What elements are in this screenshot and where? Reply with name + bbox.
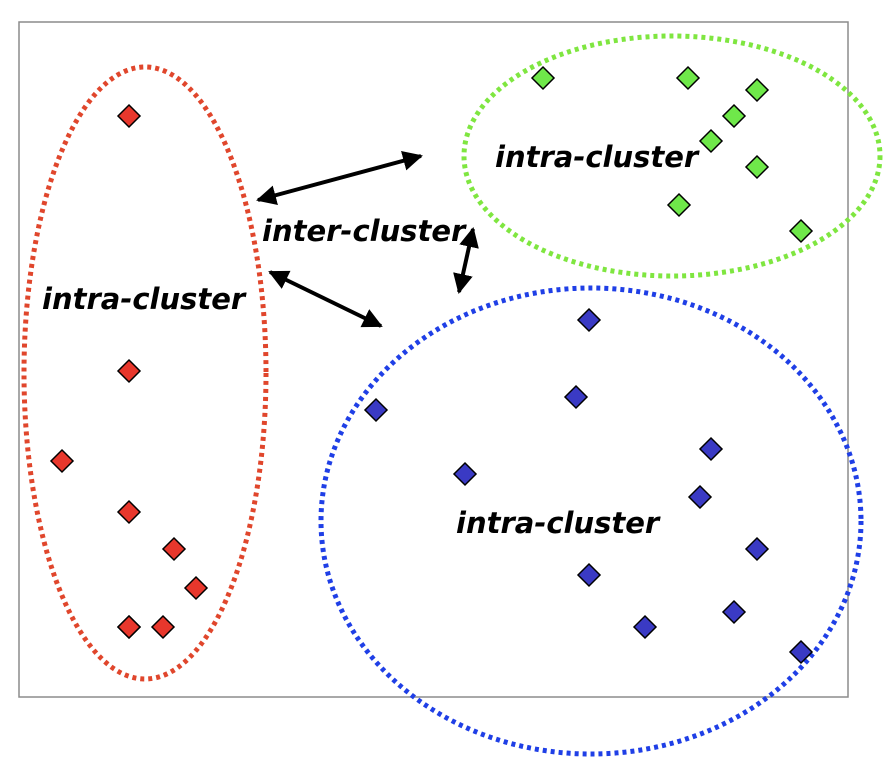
red-point [116,614,142,640]
green-point [744,77,770,103]
red-point [49,448,75,474]
green-point [666,192,692,218]
cluster-points [49,65,814,665]
red-cluster-ring [21,64,269,682]
green-point [675,65,701,91]
blue-cluster-ring [318,285,864,757]
blue-point [363,397,389,423]
blue-point [632,614,658,640]
blue-point [744,536,770,562]
green-point [788,218,814,244]
green-point [698,128,724,154]
green-point [721,103,747,129]
blue-point [698,436,724,462]
blue-point [721,599,747,625]
blue-point [563,384,589,410]
red-cluster-label: intra-cluster [42,282,247,316]
red-point [183,575,209,601]
plot-frame [18,21,849,698]
green-cluster-label: intra-cluster [495,140,700,174]
blue-point [687,484,713,510]
red-point [116,499,142,525]
green-point [744,154,770,180]
blue-point [788,639,814,665]
arrow-red-blue [268,270,383,328]
blue-point [576,562,602,588]
red-point [116,103,142,129]
green-point [530,65,556,91]
blue-point [452,461,478,487]
arrow-red-green [256,151,423,205]
red-point [161,536,187,562]
inter-cluster-label: inter-cluster [262,214,467,248]
blue-cluster-label: intra-cluster [456,506,661,540]
blue-point [576,307,602,333]
arrow-green-blue [453,227,479,294]
red-point [116,358,142,384]
green-cluster-ring [461,33,883,279]
red-point [150,614,176,640]
